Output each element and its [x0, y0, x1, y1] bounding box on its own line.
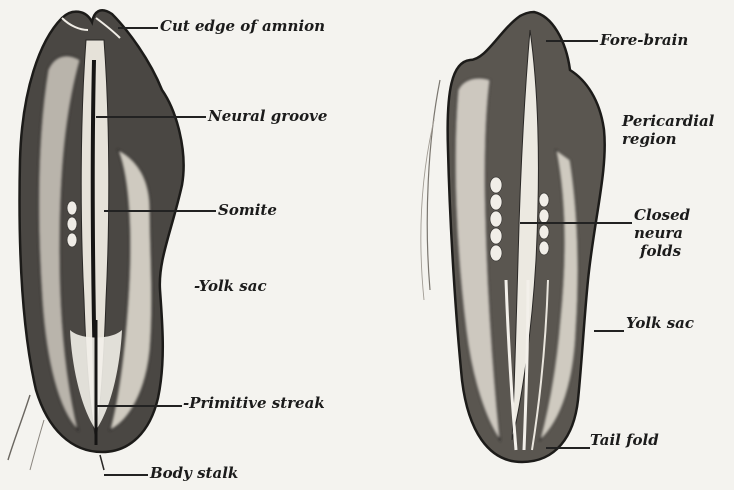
leader-tail-fold: [546, 447, 590, 449]
label-closed-neural-folds: Closed neura folds: [634, 206, 734, 260]
label-yolk-sac-right: Yolk sac: [626, 314, 694, 332]
label-closed-neural-folds-line1: Closed neura: [634, 206, 690, 242]
label-body-stalk: Body stalk: [150, 464, 238, 482]
label-pericardial-region: Pericardial region: [622, 112, 732, 148]
left-embryo-drawing: [8, 10, 184, 470]
label-pericardial-line1: Pericardial: [622, 112, 714, 130]
label-somite: Somite: [218, 201, 277, 219]
leader-cut-edge-of-amnion: [118, 27, 158, 29]
leader-somite: [104, 210, 216, 212]
label-tail-fold: Tail fold: [590, 431, 659, 449]
label-pericardial-line2: region: [622, 130, 732, 148]
leader-body-stalk: [104, 474, 148, 476]
label-primitive-streak: -Primitive streak: [183, 394, 325, 412]
leader-primitive-streak: [96, 405, 182, 407]
leader-closed-neural-folds: [520, 222, 632, 224]
leader-fore-brain: [546, 40, 598, 42]
leader-neural-groove: [96, 116, 206, 118]
label-yolk-sac-left: -Yolk sac: [194, 277, 267, 295]
label-cut-edge-of-amnion: Cut edge of amnion: [160, 17, 325, 35]
label-neural-groove: Neural groove: [208, 107, 327, 125]
leader-yolk-sac-right: [594, 330, 624, 332]
right-embryo-drawing: [421, 12, 605, 462]
label-closed-neural-folds-line2: folds: [634, 242, 734, 260]
label-fore-brain: Fore-brain: [600, 31, 688, 49]
